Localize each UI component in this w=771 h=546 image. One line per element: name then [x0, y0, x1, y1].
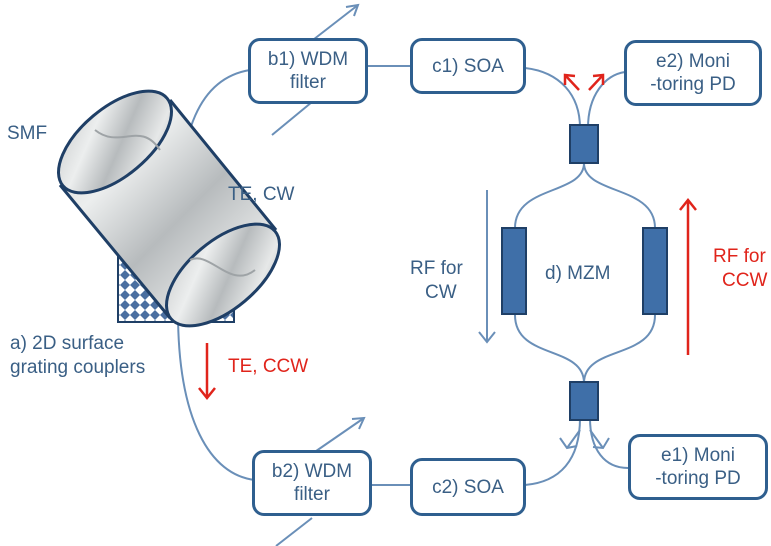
- box-b1-line2: filter: [290, 72, 326, 93]
- label-coupler-line2: grating couplers: [10, 357, 146, 378]
- box-b2-line2: filter: [294, 484, 330, 505]
- mzm-right-electrode: [642, 227, 668, 315]
- box-e2-line1: e2) Moni: [656, 51, 730, 72]
- box-e1-line2: -toring PD: [655, 468, 741, 489]
- smf-fiber: [57, 89, 281, 328]
- arrow-top-splitter-left: [563, 73, 580, 91]
- box-e1-line1: e1) Moni: [661, 445, 735, 466]
- line-b2-down-left: [275, 517, 313, 546]
- label-rf-ccw-line2: CCW: [722, 270, 768, 291]
- arrow-top-splitter-right: [588, 73, 605, 91]
- waveguide-bottom-splitter-e1: [589, 417, 629, 469]
- arrow-bottom-splitter-left: [559, 429, 581, 450]
- bottom-splitter: [569, 381, 599, 421]
- box-b1-wdm-filter: b1) WDM filter: [248, 38, 368, 104]
- label-te-ccw: TE, CCW: [228, 356, 309, 377]
- label-smf: SMF: [7, 123, 48, 144]
- mzm-left-electrode: [501, 227, 527, 315]
- box-b1-line1: b1) WDM: [267, 49, 349, 70]
- line-b1-down-left: [271, 101, 313, 136]
- waveguide-mzm-bottom-splitter-right: [583, 314, 656, 384]
- box-b2-line1: b2) WDM: [271, 461, 353, 482]
- red-arrows: [198, 73, 697, 401]
- arrow-bottom-splitter-right: [589, 429, 610, 450]
- waveguide-mzm-bottom-splitter: [514, 314, 585, 384]
- top-splitter: [569, 124, 599, 164]
- label-rf-ccw-line1: RF for: [713, 246, 766, 267]
- waveguide-bottom-splitter-c2: [524, 417, 581, 486]
- waveguide-c1-top-splitter: [524, 67, 581, 129]
- arrow-rf-ccw: [679, 197, 697, 355]
- waveguide-top-splitter-mzm: [514, 162, 585, 229]
- waveguide-lower-left: [177, 311, 256, 481]
- waveguide-top-splitter-mzm-right: [583, 162, 656, 229]
- box-c1-soa: c1) SOA: [410, 38, 526, 94]
- label-rf-cw-line2: CW: [425, 282, 457, 303]
- label-coupler-line1: a) 2D surface: [10, 333, 125, 354]
- box-b2-wdm-filter: b2) WDM filter: [252, 450, 372, 516]
- box-c1-line1: c1) SOA: [432, 55, 504, 77]
- arrow-rf-cw: [478, 190, 496, 344]
- waveguide-top-splitter-e2: [587, 71, 626, 129]
- box-c2-line1: c2) SOA: [432, 476, 504, 498]
- box-c2-soa: c2) SOA: [410, 458, 526, 516]
- label-te-cw: TE, CW: [228, 184, 295, 205]
- waveguide-paths: [177, 65, 656, 486]
- arrow-te-ccw: [198, 343, 216, 401]
- label-rf-cw-line1: RF for: [410, 258, 463, 279]
- box-e2-monitoring-pd: e2) Moni -toring PD: [624, 40, 762, 106]
- box-e2-line2: -toring PD: [650, 74, 736, 95]
- box-e1-monitoring-pd: e1) Moni -toring PD: [628, 434, 768, 500]
- label-mzm: d) MZM: [545, 263, 611, 284]
